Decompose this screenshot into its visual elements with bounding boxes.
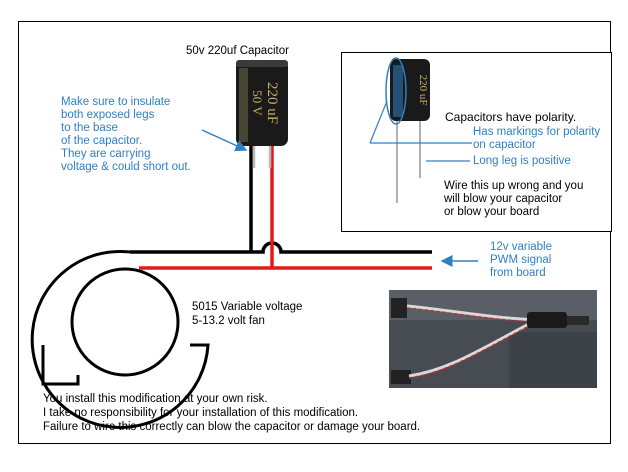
insulate-note-line: both exposed legs — [61, 109, 154, 123]
disclaimer-line: I take no responsibility for your instal… — [43, 407, 358, 421]
insulate-note-line: of the capacitor. — [61, 135, 142, 149]
polarity-warning-line: Wire this up wrong and you — [444, 180, 583, 194]
disclaimer-line: Failure to wire this correctly can blow … — [43, 421, 420, 435]
disclaimer-line: You install this modification at your ow… — [43, 393, 268, 407]
pwm-label-line: PWM signal — [490, 254, 551, 268]
polarity-warning-line: will blow your capacitor — [444, 193, 562, 207]
pwm-label-line: from board — [490, 267, 546, 281]
polarity-markings-line: Has markings for polarity — [473, 126, 600, 140]
pwm-label-line: 12v variable — [490, 241, 552, 255]
capacitor-icon: 220 uF 50 V — [236, 60, 288, 168]
long-leg-note: Long leg is positive — [473, 155, 571, 169]
fan-label-line: 5015 Variable voltage — [192, 301, 302, 315]
insulate-note-line: voltage & could short out. — [61, 161, 191, 175]
wire-photo — [389, 290, 597, 388]
capacitor-title: 50v 220uf Capacitor — [186, 45, 289, 59]
insulate-note-line: They are carrying — [61, 148, 150, 162]
svg-text:50 V: 50 V — [250, 90, 265, 116]
fan-label-line: 5-13.2 volt fan — [192, 315, 265, 329]
insulate-note-line: Make sure to insulate — [61, 96, 170, 110]
polarity-markings-line: on capacitor — [473, 139, 536, 153]
polarity-warning-line: or blow your board — [444, 206, 539, 220]
svg-text:220 uF: 220 uF — [417, 75, 429, 106]
insulate-note-line: to the base — [61, 122, 118, 136]
polarity-heading: Capacitors have polarity. — [445, 111, 576, 125]
svg-text:220 uF: 220 uF — [264, 82, 280, 124]
